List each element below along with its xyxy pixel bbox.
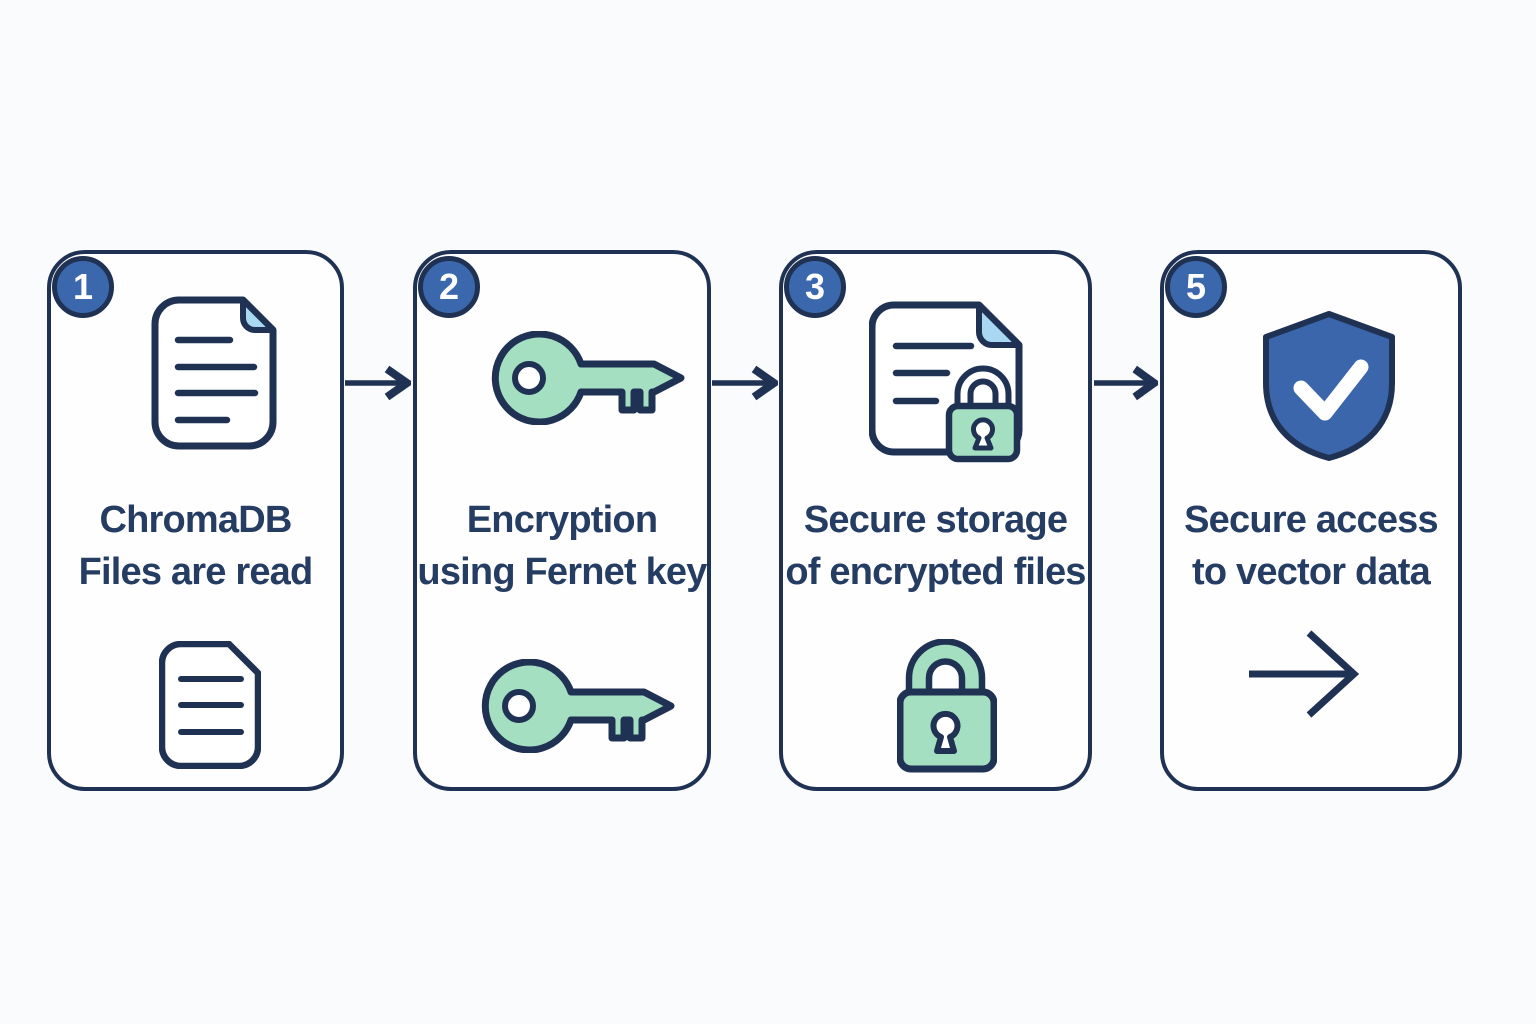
shield-check-icon xyxy=(1259,310,1399,462)
step-title-line: ChromaDB xyxy=(99,499,292,541)
step-title-line: Encryption xyxy=(466,499,658,541)
step-number-badge: 2 xyxy=(418,256,480,318)
step-number: 2 xyxy=(438,266,460,307)
step-title-line: Secure storage xyxy=(803,499,1068,541)
step-card-secure-access: 5 Secure access to vector data xyxy=(1160,250,1462,791)
step-number: 5 xyxy=(1185,266,1207,307)
key-icon xyxy=(481,658,675,754)
step-number-badge: 3 xyxy=(784,256,846,318)
arrow-right-icon xyxy=(1247,629,1360,719)
step-title-line: to vector data xyxy=(1192,551,1431,593)
step-title-line: of encrypted files xyxy=(785,551,1086,593)
step-title: Secure storage of encrypted files xyxy=(783,494,1088,598)
document-with-padlock-icon xyxy=(868,301,1024,463)
step-card-secure-storage: 3 Secure storage of encrypted files xyxy=(779,250,1092,791)
step-number: 3 xyxy=(804,266,826,307)
flow-arrow-icon xyxy=(345,361,414,405)
step-title-line: Files are read xyxy=(78,551,314,593)
step-title-line: Secure access xyxy=(1184,499,1439,541)
step-number-badge: 1 xyxy=(52,256,114,318)
step-card-chromadb-read: 1 ChromaDB Files are read xyxy=(47,250,344,791)
step-title: ChromaDB Files are read xyxy=(51,494,340,598)
step-card-encryption: 2 Encryption using Fernet key xyxy=(413,250,711,791)
padlock-icon xyxy=(896,638,998,774)
document-with-folded-corner-icon xyxy=(151,296,277,450)
flow-arrow-icon xyxy=(712,361,781,405)
step-title: Encryption using Fernet key xyxy=(417,494,707,598)
key-icon xyxy=(491,330,685,426)
step-title-line: using Fernet key xyxy=(417,551,707,593)
step-number: 1 xyxy=(72,266,94,307)
step-number-badge: 5 xyxy=(1165,256,1227,318)
step-title: Secure access to vector data xyxy=(1164,494,1458,598)
flow-arrow-icon xyxy=(1094,361,1161,405)
document-icon xyxy=(158,640,262,770)
